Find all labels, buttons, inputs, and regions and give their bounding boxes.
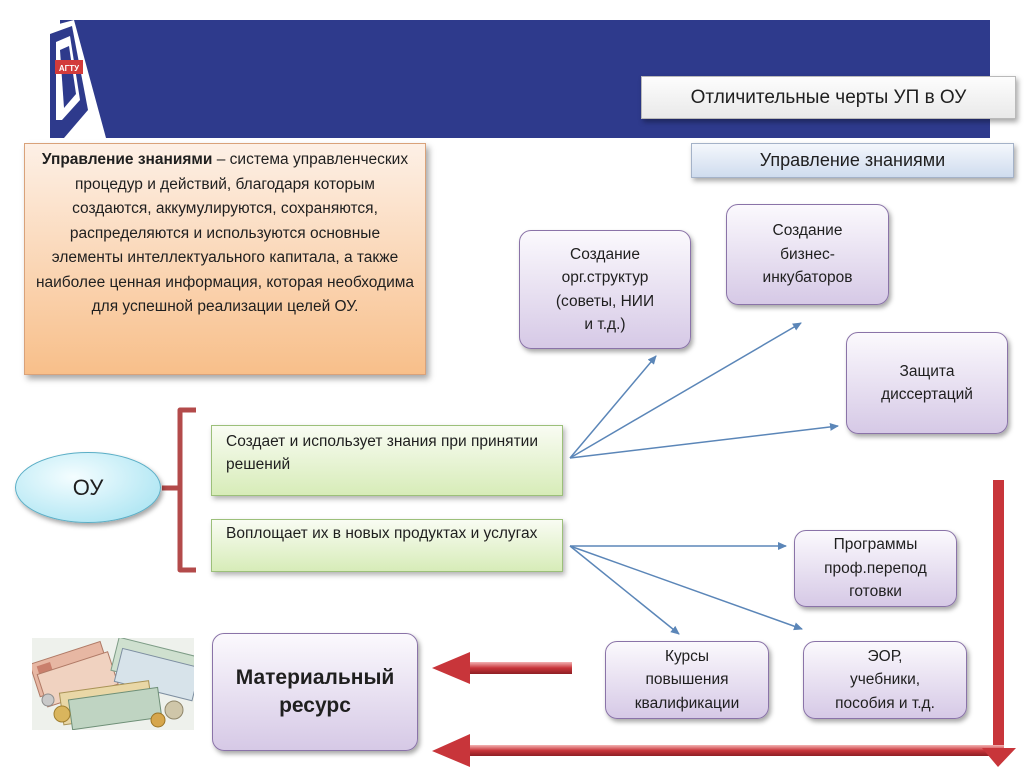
node-courses-line-3: квалификации xyxy=(634,694,740,712)
arrow-to-org-structures xyxy=(569,355,657,459)
node-eor-line-3: пособия и т.д. xyxy=(835,694,935,712)
node-eor: ЭОР, учебники, пособия и т.д. xyxy=(803,641,967,719)
node-incubators-line-1: Создание xyxy=(772,222,843,240)
node-org-structures-line-3: (советы, НИИ xyxy=(555,292,655,310)
node-eor-line-1: ЭОР, xyxy=(867,647,903,665)
definition-text: – система управленческих процедур и дейс… xyxy=(35,151,415,315)
node-material-resource: Материальный ресурс xyxy=(212,633,418,751)
node-retraining: Программы проф.перепод готовки xyxy=(794,530,957,607)
definition-term: Управление знаниями xyxy=(41,151,213,168)
node-retraining-line-2: проф.перепод xyxy=(824,559,927,577)
arrow-to-courses xyxy=(569,545,680,635)
node-courses-line-2: повышения xyxy=(645,671,729,689)
role-decisions: Создает и использует знания при принятии… xyxy=(211,425,563,496)
role-products: Воплощает их в новых продуктах и услугах xyxy=(211,519,563,572)
university-logo: АГТУ xyxy=(44,20,106,138)
node-incubators: Создание бизнес- инкубаторов xyxy=(726,204,889,305)
node-incubators-line-2: бизнес- xyxy=(780,245,835,263)
red-arrow-to-resource xyxy=(432,652,572,684)
slide-title: Отличительные черты УП в ОУ xyxy=(641,76,1016,119)
node-incubators-line-3: инкубаторов xyxy=(762,269,853,287)
ou-node: ОУ xyxy=(15,452,161,523)
section-subtitle: Управление знаниями xyxy=(691,143,1014,178)
bracket xyxy=(162,407,196,573)
node-material-resource-line-2: ресурс xyxy=(279,694,351,717)
money-image xyxy=(32,638,194,730)
arrow-to-eor xyxy=(569,545,803,631)
node-dissertations: Защита диссертаций xyxy=(846,332,1008,434)
node-org-structures-line-1: Создание xyxy=(570,245,640,263)
node-org-structures-line-4: и т.д.) xyxy=(584,316,626,333)
node-eor-line-2: учебники, xyxy=(849,671,921,689)
node-courses: Курсы повышения квалификации xyxy=(605,641,769,719)
node-retraining-line-1: Программы xyxy=(833,536,918,554)
node-dissertations-line-2: диссертаций xyxy=(881,386,973,403)
node-org-structures: Создание орг.структур (советы, НИИ и т.д… xyxy=(519,230,691,349)
definition-box: Управление знаниями – система управленче… xyxy=(24,143,426,375)
node-org-structures-line-2: орг.структур xyxy=(561,269,649,286)
arrow-to-dissertations xyxy=(569,422,839,459)
node-courses-line-1: Курсы xyxy=(664,647,710,665)
node-dissertations-line-1: Защита xyxy=(899,362,955,380)
node-retraining-line-3: готовки xyxy=(849,583,902,601)
node-material-resource-line-1: Материальный xyxy=(235,666,395,689)
svg-text:АГТУ: АГТУ xyxy=(59,64,80,73)
